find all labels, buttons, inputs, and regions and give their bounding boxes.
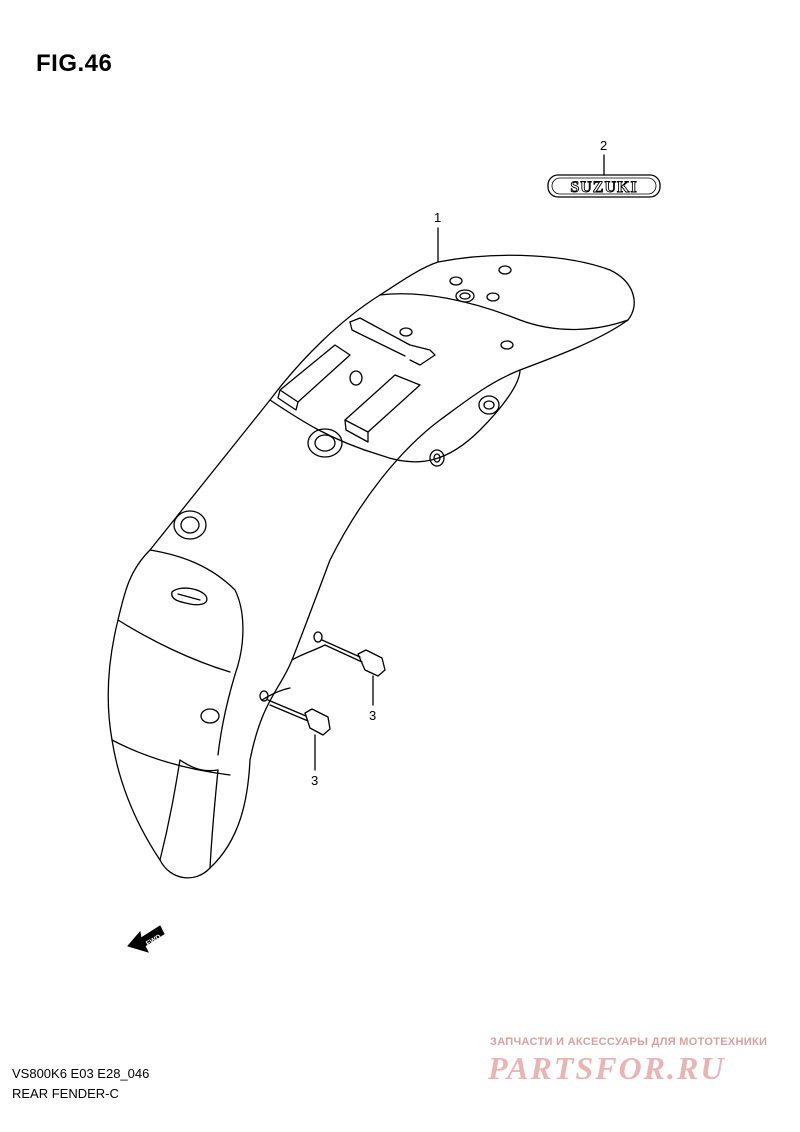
bolt-icon [321, 639, 386, 677]
rear-fender-part [107, 254, 635, 879]
callout-1: 1 [434, 210, 441, 225]
suzuki-emblem-text: SUZUKI [570, 179, 637, 196]
callout-2: 2 [600, 138, 607, 153]
section-name: REAR FENDER-C [12, 1086, 119, 1101]
suzuki-emblem [547, 174, 661, 198]
callout-3-lower: 3 [311, 773, 318, 788]
watermark-logo: PARTSFOR.RU [488, 1050, 726, 1086]
bolt-icon [267, 699, 331, 736]
figure-title: FIG.46 [36, 50, 113, 77]
callout-3-upper: 3 [369, 708, 376, 723]
watermark-tagline: ЗАПЧАСТИ И АКСЕССУАРЫ ДЛЯ МОТОТЕХНИКИ [490, 1036, 768, 1048]
fwd-arrow-icon: FWD [127, 925, 165, 953]
model-code: VS800K6 E03 E28_046 [12, 1066, 150, 1081]
